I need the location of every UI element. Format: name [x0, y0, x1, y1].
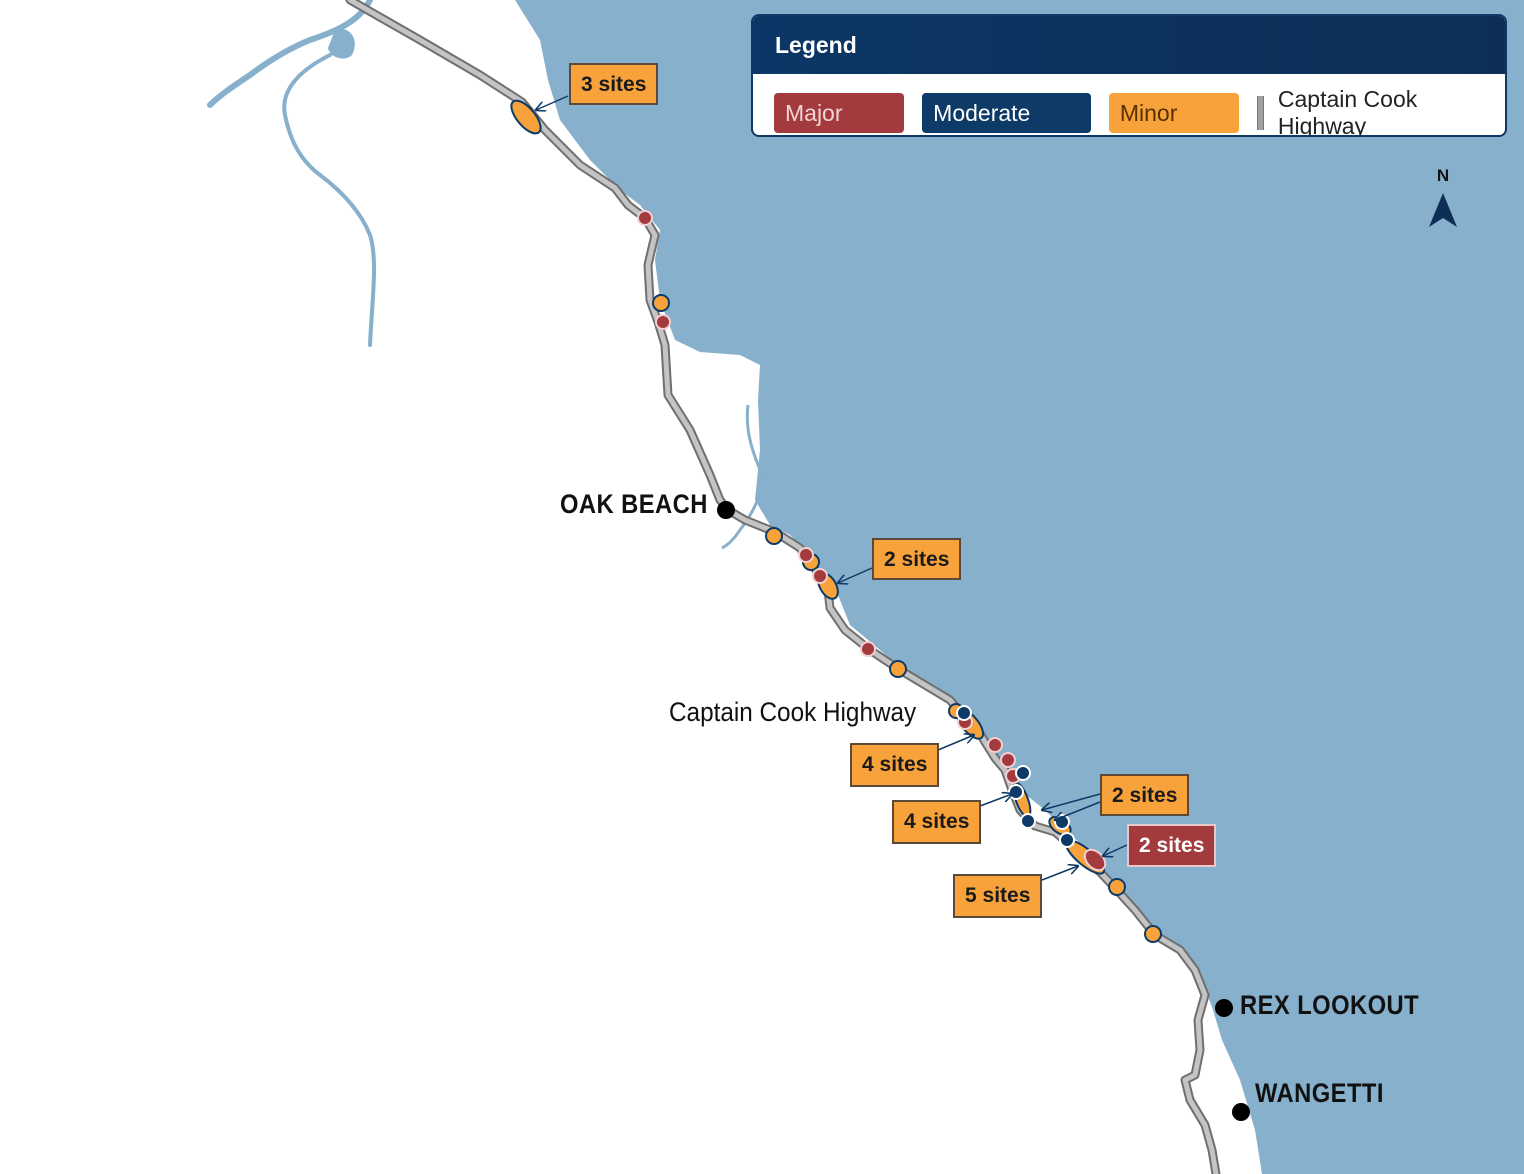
moderate-site[interactable] — [1020, 813, 1036, 829]
callout-4-sites[interactable]: 4 sites — [892, 800, 982, 844]
sea-area — [515, 0, 1524, 1174]
road-label-captain-cook-highway: Captain Cook Highway — [669, 697, 917, 727]
minor-site[interactable] — [765, 527, 783, 545]
highway-line-icon — [1257, 96, 1264, 130]
moderate-site[interactable] — [1015, 765, 1031, 781]
legend-minor-sites[interactable]: Minor sites — [1108, 93, 1240, 133]
site-markers — [637, 210, 1162, 943]
creek — [721, 404, 763, 550]
major-site[interactable] — [655, 314, 671, 330]
north-indicator: N — [1427, 166, 1459, 186]
minor-site-segment[interactable] — [506, 96, 546, 138]
river — [207, 0, 373, 108]
north-label: N — [1436, 166, 1450, 185]
minor-site[interactable] — [889, 660, 907, 678]
callout-2-sites[interactable]: 2 sites — [872, 538, 962, 580]
town-marker-oak-beach — [717, 501, 735, 519]
major-site[interactable] — [798, 547, 814, 563]
callout-2-sites[interactable]: 2 sites — [1100, 774, 1190, 816]
minor-site[interactable] — [1108, 878, 1126, 896]
minor-site[interactable] — [652, 294, 670, 312]
north-arrow-icon — [1429, 193, 1457, 227]
moderate-site[interactable] — [1008, 784, 1024, 800]
major-site[interactable] — [812, 568, 828, 584]
legend-major-sites[interactable]: Major sites — [774, 93, 905, 133]
callout-2-major-sites[interactable]: 2 sites — [1127, 824, 1217, 867]
minor-site[interactable] — [1144, 925, 1162, 943]
moderate-site[interactable] — [1059, 832, 1075, 848]
moderate-site[interactable] — [956, 705, 972, 721]
place-label-wangetti: WANGETTI — [1255, 1078, 1384, 1108]
callout-leaders — [536, 95, 1128, 881]
major-site[interactable] — [637, 210, 653, 226]
town-marker-wangetti — [1232, 1103, 1250, 1121]
place-label-oak-beach: OAK BEACH — [560, 489, 708, 519]
legend: Legend Major sites Moderate sites Minor … — [751, 14, 1507, 137]
legend-highway[interactable]: Captain Cook Highway — [1257, 86, 1505, 137]
place-label-rex-lookout: REX LOOKOUT — [1240, 990, 1420, 1020]
major-site[interactable] — [1000, 752, 1016, 768]
legend-highway-label: Captain Cook Highway — [1277, 86, 1418, 137]
major-site[interactable] — [860, 641, 876, 657]
callout-4-sites[interactable]: 4 sites — [850, 743, 940, 787]
town-marker-rex-lookout — [1215, 999, 1233, 1017]
legend-items: Major sites Moderate sites Minor sites C… — [753, 74, 1505, 137]
major-site[interactable] — [987, 737, 1003, 753]
river — [282, 53, 377, 347]
legend-title: Legend — [753, 16, 1505, 74]
river-mouth — [328, 29, 355, 59]
callout-3-sites[interactable]: 3 sites — [569, 63, 659, 105]
callout-5-sites[interactable]: 5 sites — [953, 874, 1043, 918]
legend-moderate-sites[interactable]: Moderate sites — [922, 93, 1091, 133]
